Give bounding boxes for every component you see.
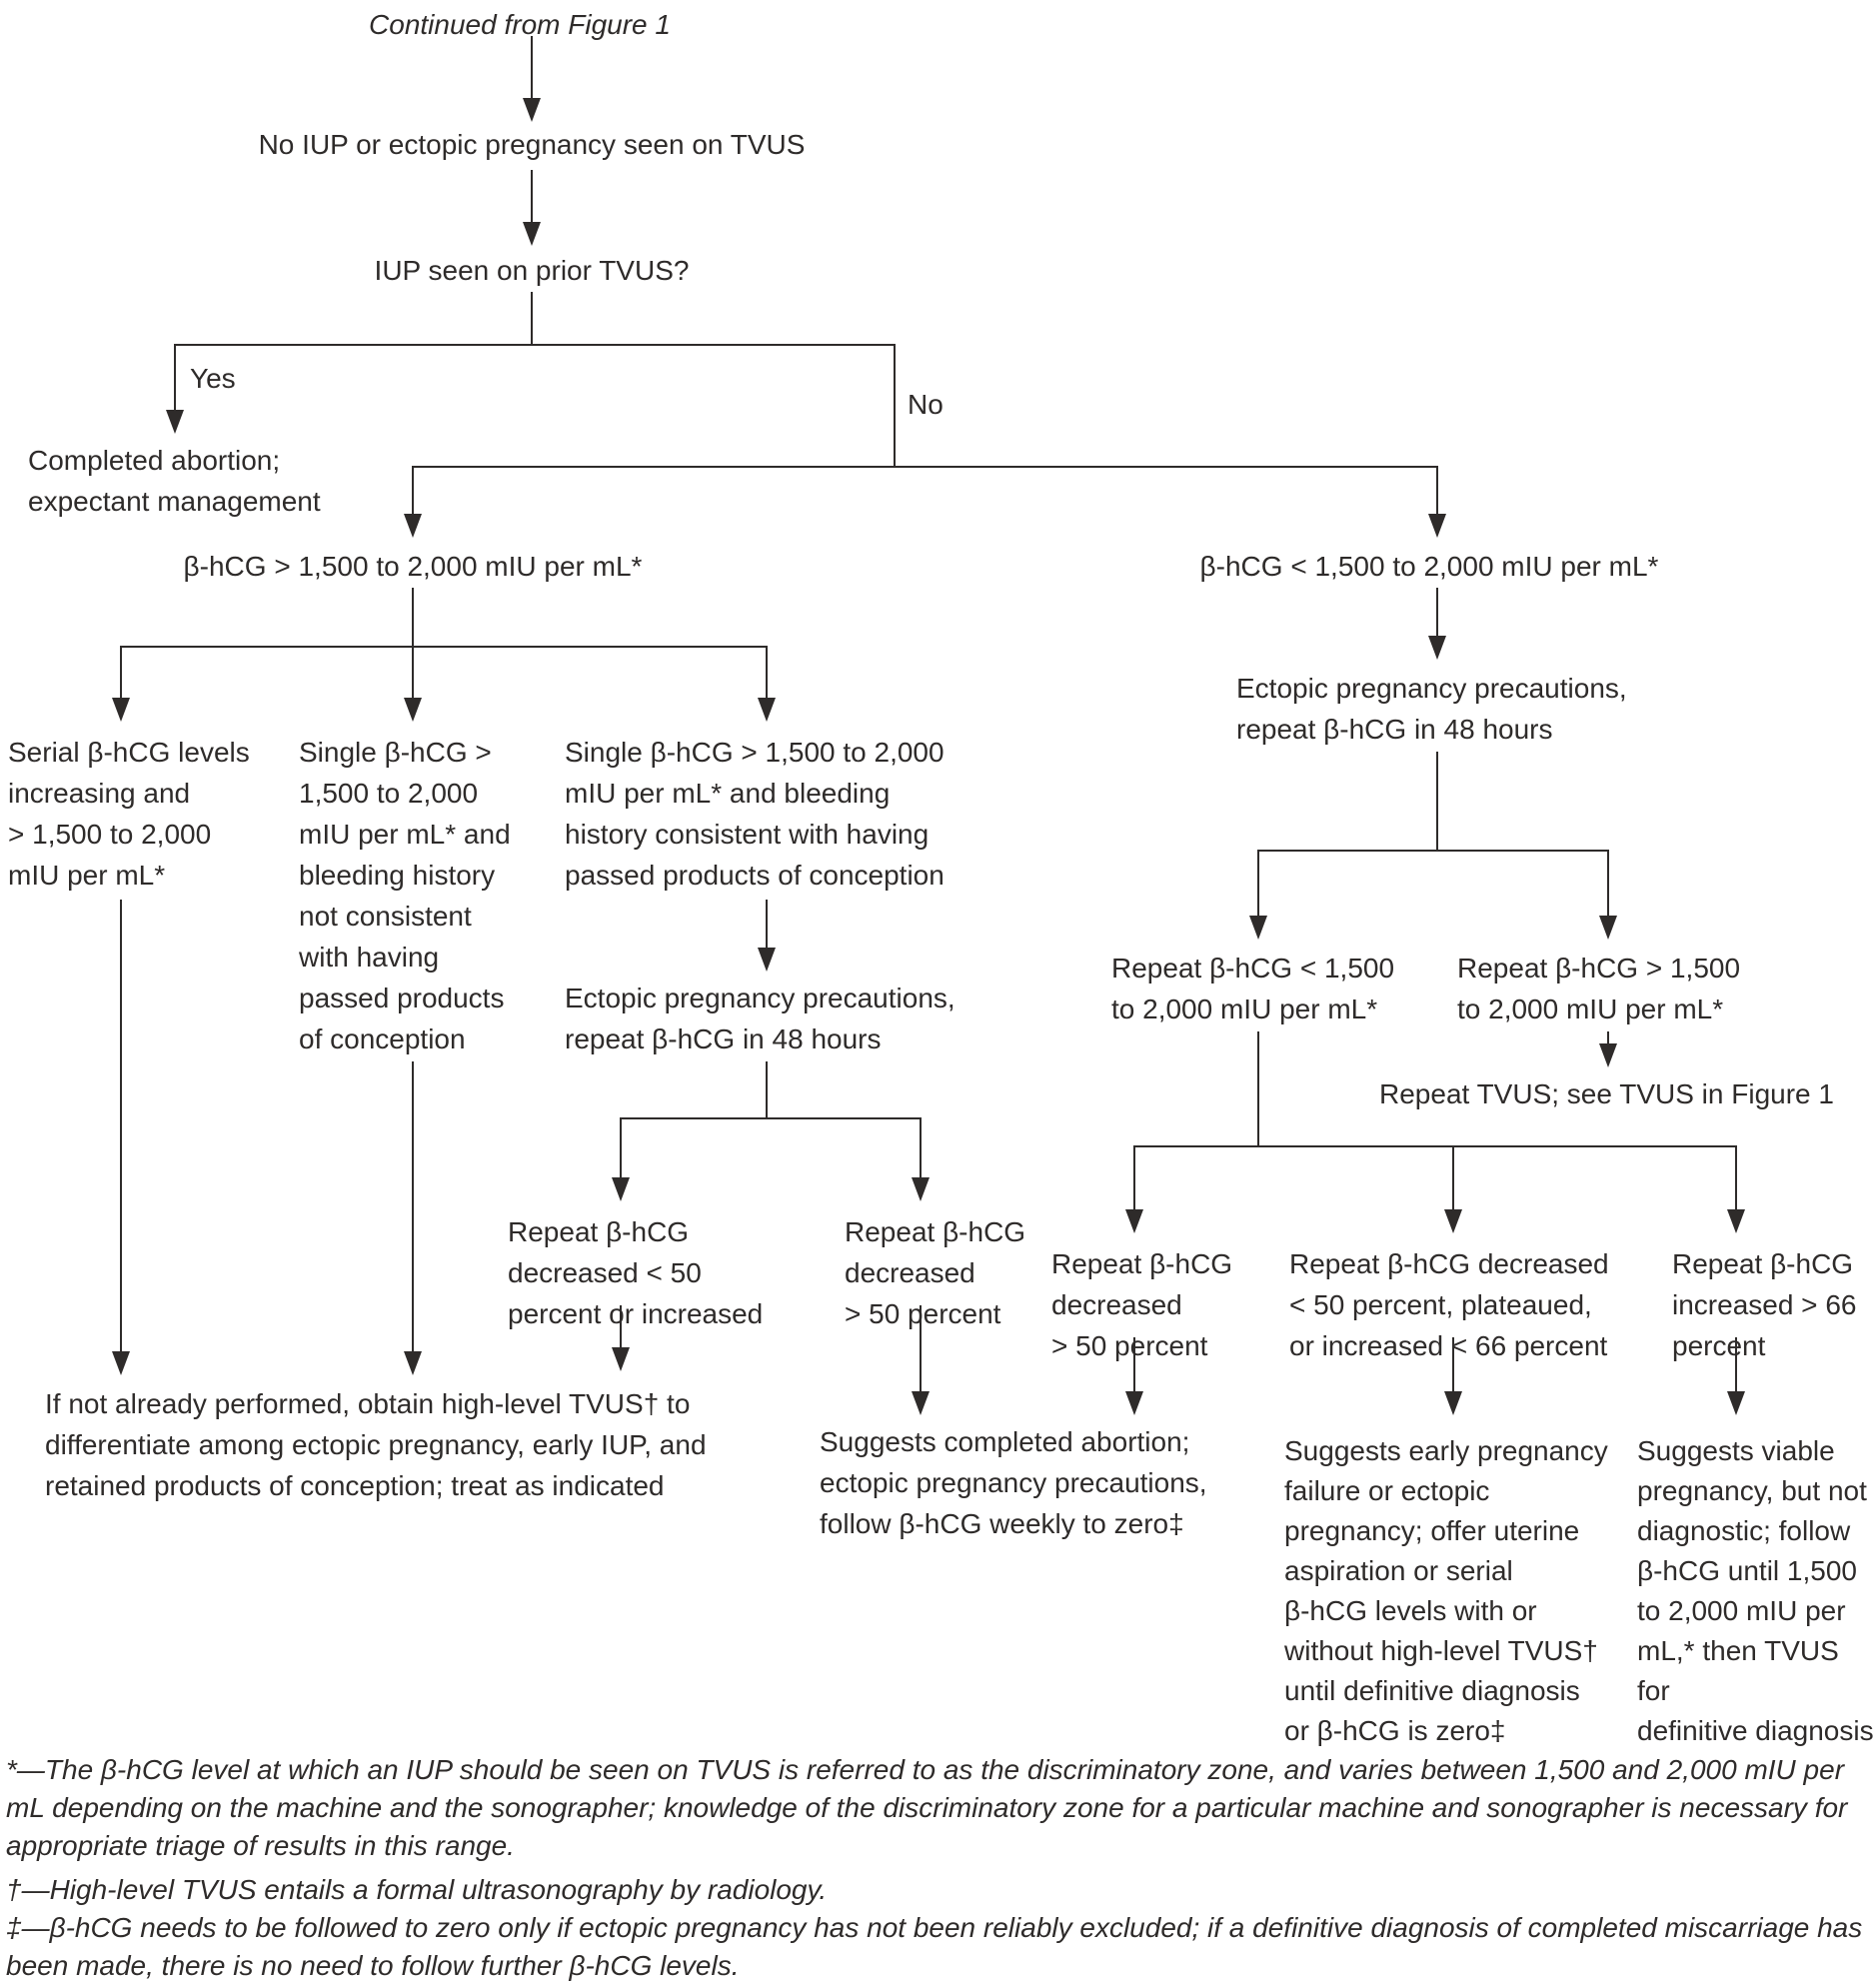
flow-connector — [1735, 1145, 1737, 1209]
arrow-down-icon — [112, 698, 130, 722]
node-iup-prior-question: IUP seen on prior TVUS? — [374, 255, 690, 286]
node-ectopic-precautions-left: Ectopic pregnancy precautions, repeat β-… — [565, 983, 955, 1054]
flow-connector — [412, 466, 1438, 468]
flow-connector — [1452, 1337, 1454, 1391]
branch-label-no: No — [908, 389, 943, 420]
outcome-early-pregnancy-failure: Suggests early pregnancy failure or ecto… — [1284, 1435, 1608, 1746]
footnote-follow-to-zero: ‡—β-hCG needs to be followed to zero onl… — [6, 1912, 1863, 1981]
flow-connector — [1257, 1031, 1259, 1147]
flow-connector — [174, 344, 896, 346]
flow-connector — [412, 466, 414, 514]
outcome-obtain-high-level-tvus: If not already performed, obtain high-le… — [45, 1388, 707, 1501]
flow-connector — [1257, 850, 1259, 916]
node-repeat-decreased-lt50-plateaued: Repeat β-hCG decreased < 50 percent, pla… — [1289, 1248, 1609, 1361]
arrow-down-icon — [1428, 636, 1446, 660]
flow-connector — [766, 646, 768, 698]
flow-connector — [894, 344, 896, 468]
node-completed-abortion: Completed abortion; expectant management — [28, 445, 321, 517]
arrow-down-icon — [1727, 1209, 1745, 1233]
arrow-down-icon — [1599, 916, 1617, 940]
arrow-down-icon — [523, 222, 541, 246]
flow-connector — [766, 1061, 768, 1119]
arrow-down-icon — [1599, 1043, 1617, 1067]
node-repeat-decreased-gt50-left: Repeat β-hCG decreased > 50 percent — [845, 1216, 1026, 1329]
node-single-not-consistent: Single β-hCG > 1,500 to 2,000 mIU per mL… — [299, 737, 511, 1054]
arrow-down-icon — [404, 514, 422, 538]
flow-connector — [620, 1305, 622, 1347]
flow-connector — [412, 588, 414, 648]
node-repeat-decreased-lt50-or-increased: Repeat β-hCG decreased < 50 percent or i… — [508, 1216, 764, 1329]
flow-connector — [412, 646, 414, 698]
flow-connector — [620, 1117, 922, 1119]
node-hcg-below-zone: β-hCG < 1,500 to 2,000 mIU per mL* — [1199, 551, 1659, 582]
flow-connector — [1133, 1145, 1135, 1209]
arrow-down-icon — [1125, 1391, 1143, 1415]
flow-connector — [120, 900, 122, 1351]
flow-connector — [920, 1305, 922, 1391]
arrow-down-icon — [1249, 916, 1267, 940]
flow-connector — [1133, 1337, 1135, 1391]
flow-connector — [620, 1117, 622, 1177]
flow-connector — [531, 36, 533, 98]
node-repeat-below-zone: Repeat β-hCG < 1,500 to 2,000 mIU per mL… — [1111, 953, 1395, 1024]
arrow-down-icon — [1428, 514, 1446, 538]
node-repeat-tvus: Repeat TVUS; see TVUS in Figure 1 — [1379, 1078, 1834, 1109]
figure-title: Continued from Figure 1 — [369, 9, 671, 40]
flow-connector — [1436, 466, 1438, 514]
flow-connector — [174, 344, 176, 410]
node-hcg-above-zone: β-hCG > 1,500 to 2,000 mIU per mL* — [183, 551, 643, 582]
arrow-down-icon — [1125, 1209, 1143, 1233]
flow-connector — [1257, 850, 1609, 852]
branch-label-yes: Yes — [190, 363, 236, 394]
footnote-discriminatory-zone: *—The β-hCG level at which an IUP should… — [6, 1754, 1848, 1861]
node-repeat-increased-gt66: Repeat β-hCG increased > 66 percent — [1672, 1248, 1857, 1361]
arrow-down-icon — [612, 1177, 630, 1201]
node-ectopic-precautions-right: Ectopic pregnancy precautions, repeat β-… — [1236, 673, 1627, 745]
arrow-down-icon — [1444, 1209, 1462, 1233]
flow-connector — [1436, 752, 1438, 852]
arrow-down-icon — [1727, 1391, 1745, 1415]
node-repeat-decreased-gt50-right: Repeat β-hCG decreased > 50 percent — [1051, 1248, 1233, 1361]
arrow-down-icon — [912, 1177, 930, 1201]
arrow-down-icon — [912, 1391, 930, 1415]
arrow-down-icon — [612, 1347, 630, 1371]
flow-connector — [531, 292, 533, 346]
flow-connector — [120, 646, 768, 648]
arrow-down-icon — [404, 698, 422, 722]
arrow-down-icon — [758, 698, 776, 722]
node-serial-increasing: Serial β-hCG levels increasing and > 1,5… — [8, 737, 250, 891]
flow-connector — [1607, 850, 1609, 916]
flow-connector — [1607, 1031, 1609, 1043]
flow-connector — [412, 1061, 414, 1351]
flow-connector — [1452, 1145, 1454, 1209]
flow-connector — [766, 900, 768, 948]
flow-connector — [1436, 588, 1438, 636]
node-repeat-above-zone: Repeat β-hCG > 1,500 to 2,000 mIU per mL… — [1457, 953, 1741, 1024]
arrow-down-icon — [112, 1351, 130, 1375]
arrow-down-icon — [1444, 1391, 1462, 1415]
flow-connector — [531, 170, 533, 222]
node-single-consistent: Single β-hCG > 1,500 to 2,000 mIU per mL… — [565, 737, 944, 891]
outcome-completed-abortion: Suggests completed abortion; ectopic pre… — [820, 1426, 1207, 1539]
footnote-high-level-tvus: †—High-level TVUS entails a formal ultra… — [6, 1874, 828, 1905]
outcome-viable-pregnancy: Suggests viable pregnancy, but not diagn… — [1637, 1435, 1874, 1746]
flow-connector — [920, 1117, 922, 1177]
arrow-down-icon — [758, 948, 776, 972]
flow-connector — [1735, 1337, 1737, 1391]
flow-connector — [1133, 1145, 1737, 1147]
arrow-down-icon — [523, 98, 541, 122]
flow-connector — [120, 646, 122, 698]
arrow-down-icon — [166, 410, 184, 434]
node-no-iup-on-tvus: No IUP or ectopic pregnancy seen on TVUS — [258, 129, 806, 160]
arrow-down-icon — [404, 1351, 422, 1375]
